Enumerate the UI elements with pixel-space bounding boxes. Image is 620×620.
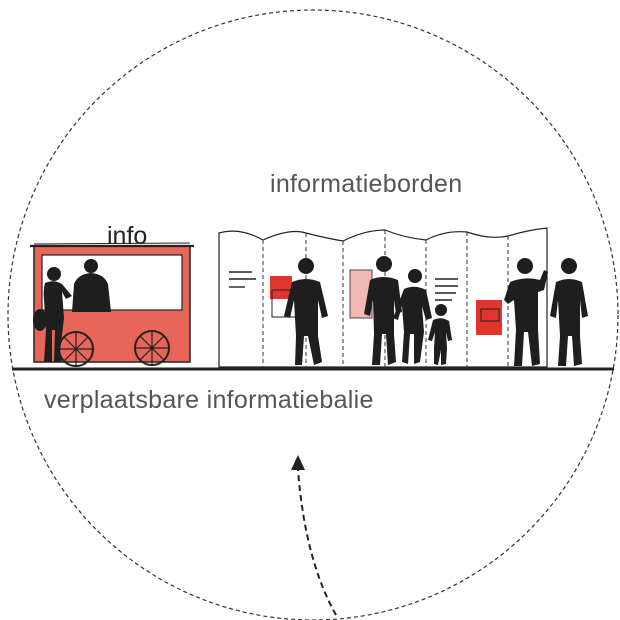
person-silhouette-icon <box>364 256 402 365</box>
person-silhouette-icon <box>504 258 548 366</box>
dashed-circle-outline <box>7 9 619 620</box>
dashed-arrow-up-icon <box>297 469 337 616</box>
arrow-head-icon <box>291 455 305 470</box>
boards-label: informatieborden <box>270 170 463 198</box>
person-silhouette-icon <box>284 258 328 365</box>
person-silhouette-icon <box>550 258 588 366</box>
info-sign-label: info <box>107 222 148 250</box>
person-silhouette-icon <box>33 267 72 362</box>
mobile-desk-label: verplaatsbare informatiebalie <box>44 386 374 414</box>
person-silhouette-icon <box>428 304 452 365</box>
person-silhouette-icon <box>393 269 432 364</box>
